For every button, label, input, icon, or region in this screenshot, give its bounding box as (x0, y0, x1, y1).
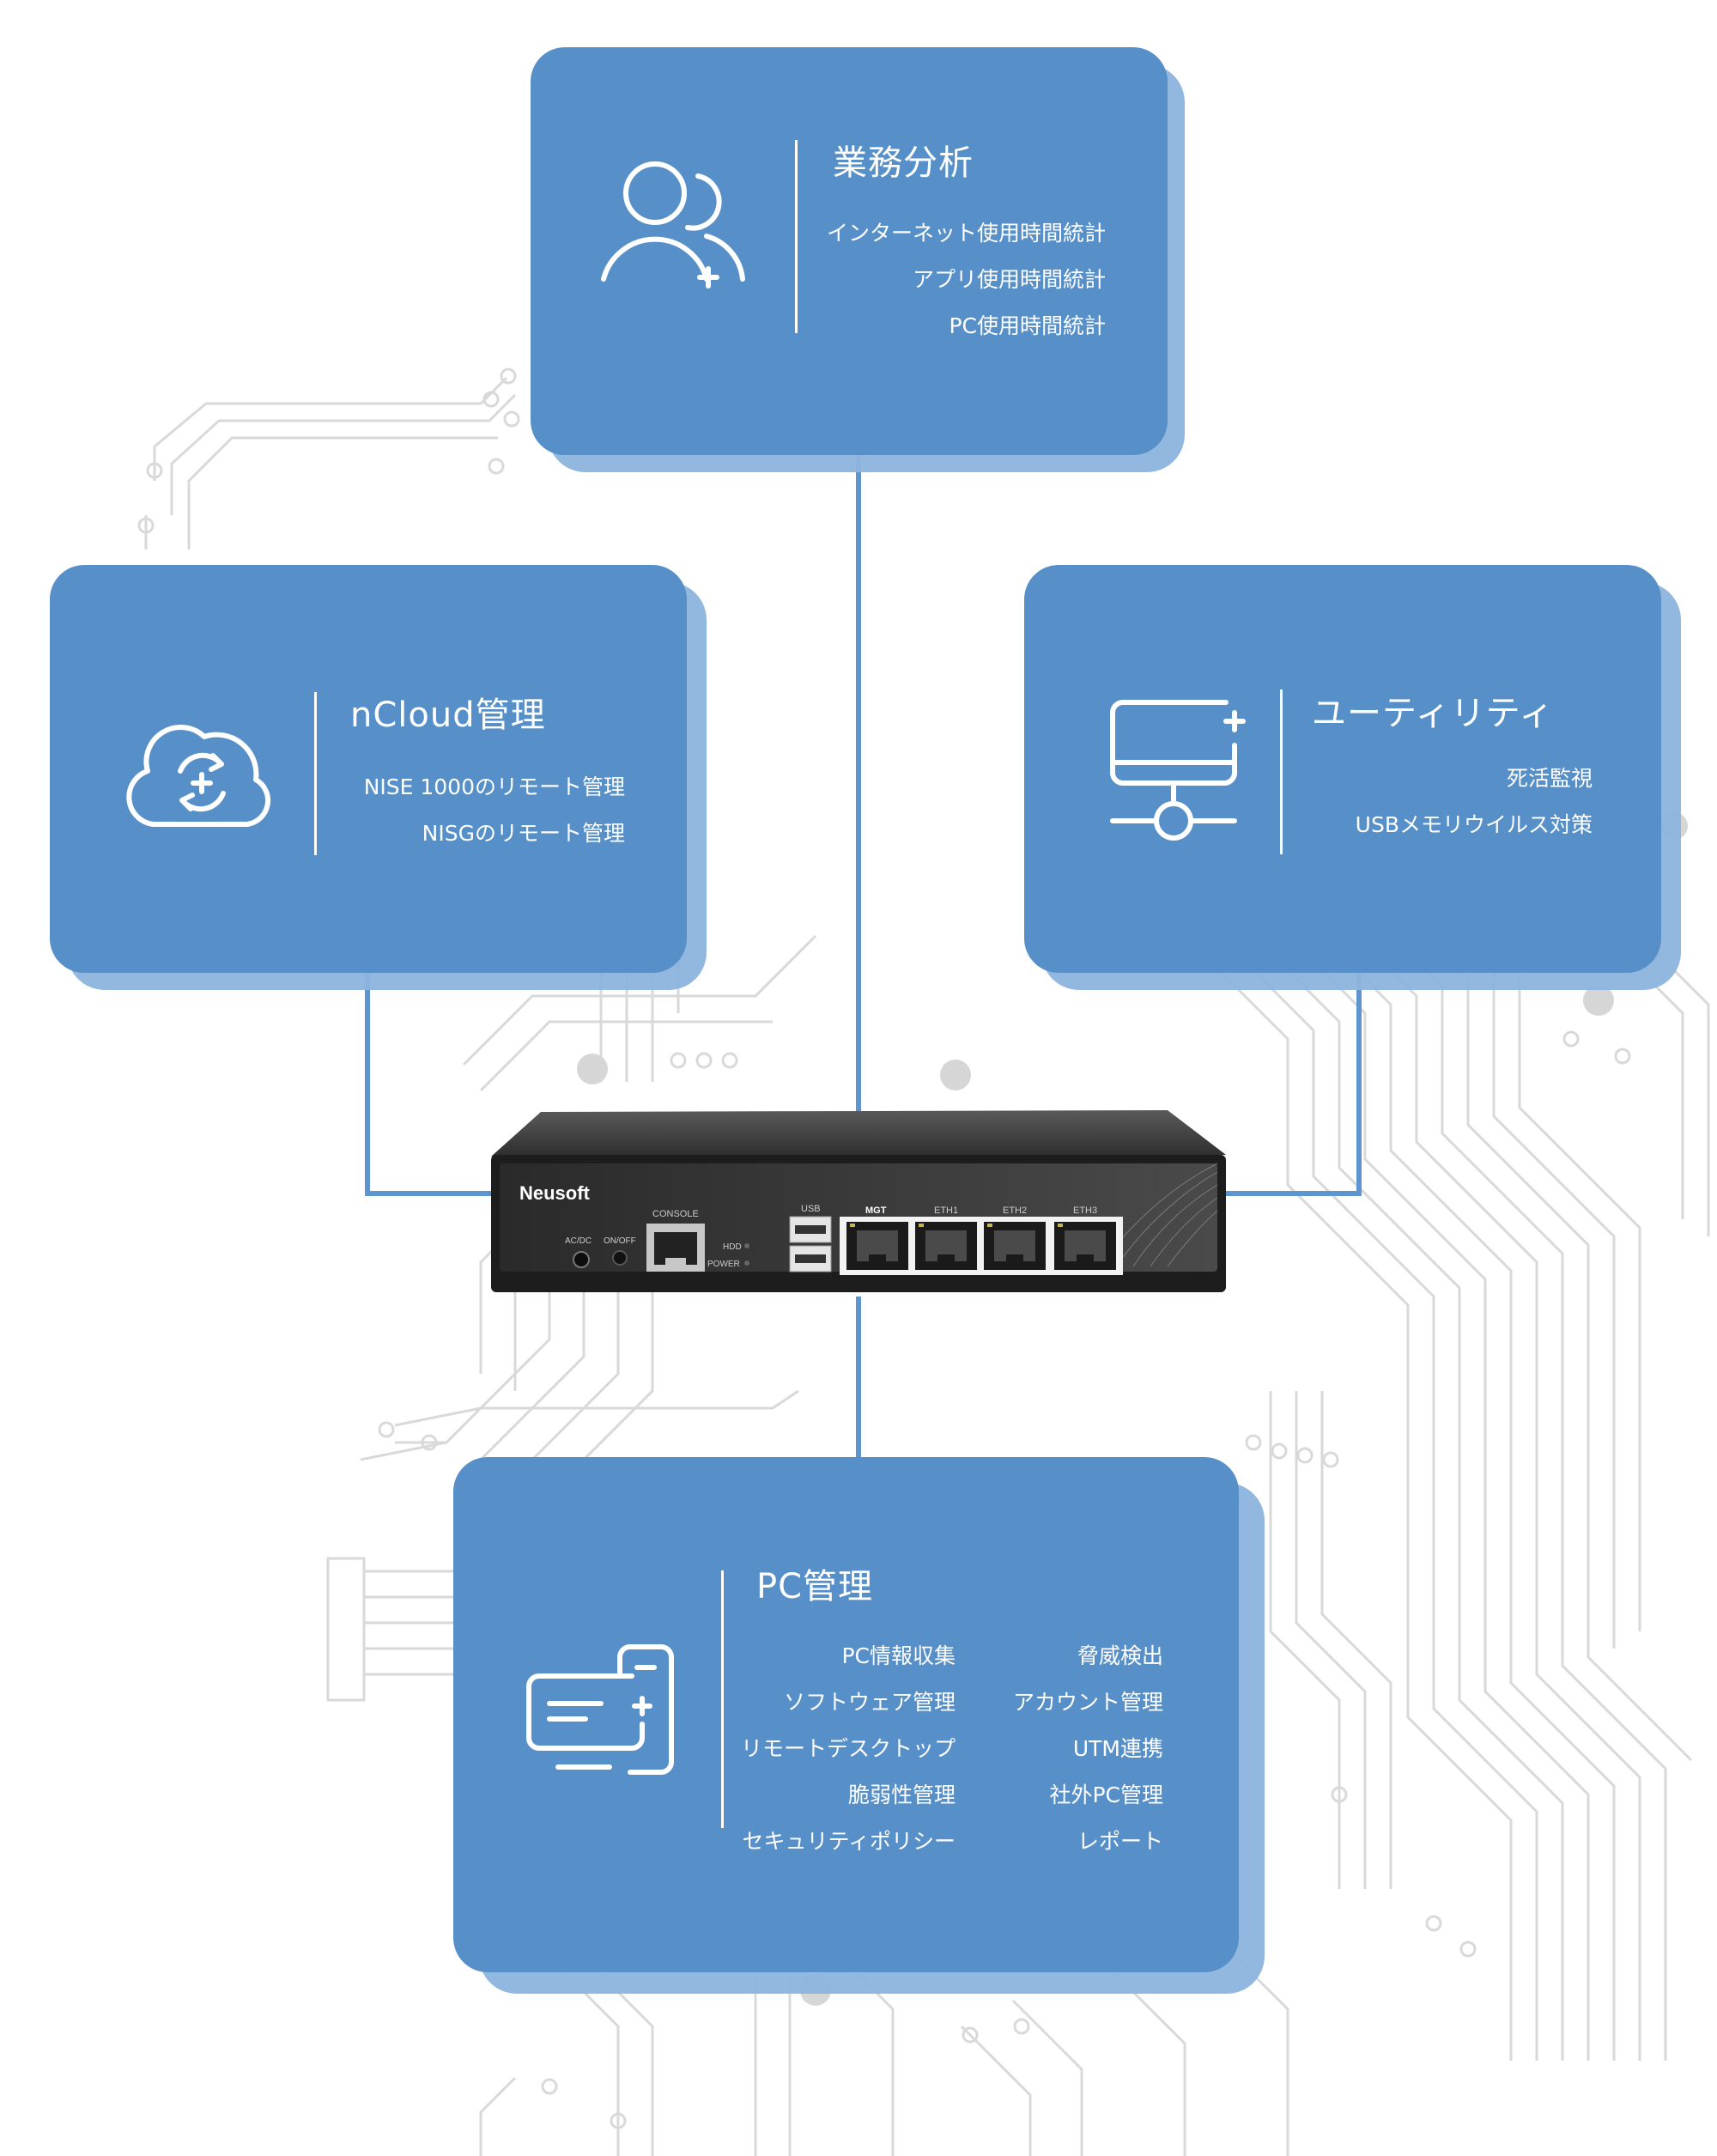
network-monitor-icon (1110, 700, 1246, 841)
list-item: アプリ使用時間統計 (912, 267, 1106, 292)
card-divider (721, 1570, 724, 1828)
port-label: MGT (865, 1206, 887, 1216)
ncloud-card: nCloud管理 NISE 1000のリモート管理 NISGのリモート管理 (50, 565, 711, 994)
device-onoff-label: ON/OFF (604, 1236, 636, 1246)
ethernet-port[interactable] (1054, 1222, 1116, 1270)
port-label: ETH1 (934, 1206, 958, 1216)
ethernet-port[interactable] (984, 1222, 1046, 1270)
device-brand: Neusoft (519, 1182, 591, 1204)
list-item: NISGのリモート管理 (422, 821, 625, 846)
utility-items: 死活監視 USBメモリウイルス対策 (1356, 756, 1593, 848)
list-item: リモートデスクトップ (740, 1736, 956, 1761)
pc-management-title: PC管理 (756, 1567, 874, 1606)
device-hdd-label: HDD (723, 1242, 742, 1252)
list-item: 社外PC管理 (1049, 1782, 1163, 1807)
cloud-sync-icon (126, 725, 271, 827)
business-analysis-items: インターネット使用時間統計 アプリ使用時間統計 PC使用時間統計 (827, 210, 1106, 349)
list-item: UTM連携 (1072, 1736, 1163, 1761)
list-item: PC情報収集 (841, 1643, 956, 1668)
ethernet-port[interactable] (846, 1222, 908, 1270)
list-item: USBメモリウイルス対策 (1355, 812, 1593, 837)
device-usb-label: USB (801, 1204, 821, 1214)
ncloud-title: nCloud管理 (350, 695, 546, 735)
list-item: 脆弱性管理 (847, 1782, 956, 1807)
pc-management-card: PC管理 PC情報収集 ソフトウェア管理 リモートデスクトップ 脆弱性管理 セキ… (453, 1457, 1269, 1998)
business-analysis-card: 業務分析 インターネット使用時間統計 アプリ使用時間統計 PC使用時間統計 (531, 47, 1187, 477)
utility-title: ユーティリティ (1312, 694, 1555, 733)
list-item: インターネット使用時間統計 (826, 221, 1106, 246)
users-plus-icon (601, 161, 745, 288)
list-item: PC使用時間統計 (949, 313, 1106, 338)
device-acdc-label: AC/DC (565, 1236, 592, 1246)
list-item: セキュリティポリシー (742, 1829, 956, 1854)
list-item: レポート (1077, 1829, 1163, 1854)
devices-icon (526, 1644, 674, 1775)
power-jack (573, 1251, 590, 1268)
list-item: NISE 1000のリモート管理 (363, 774, 625, 799)
port-label: ETH2 (1003, 1206, 1027, 1216)
pc-management-items-left: PC情報収集 ソフトウェア管理 リモートデスクトップ 脆弱性管理 セキュリティポ… (741, 1633, 956, 1865)
hdd-led (744, 1243, 749, 1248)
device-top (491, 1110, 1226, 1157)
utility-card: ユーティリティ 死活監視 USBメモリウイルス対策 (1024, 565, 1685, 994)
list-item: 死活監視 (1506, 766, 1593, 791)
ncloud-items: NISE 1000のリモート管理 NISGのリモート管理 (364, 764, 625, 857)
network-appliance: Neusoft AC/DC ON/OFF CONSOLE HDD POWER U… (491, 1110, 1226, 1292)
business-analysis-title: 業務分析 (833, 143, 974, 183)
device-power-label: POWER (707, 1260, 740, 1269)
list-item: 脅威検出 (1077, 1643, 1163, 1668)
power-button[interactable] (612, 1250, 628, 1266)
pc-management-items-right: 脅威検出 アカウント管理 UTM連携 社外PC管理 レポート (1013, 1633, 1163, 1865)
card-divider (795, 140, 798, 333)
power-led (744, 1260, 749, 1266)
card-divider (1280, 689, 1283, 854)
device-console-label: CONSOLE (652, 1209, 699, 1219)
card-divider (314, 692, 317, 855)
list-item: アカウント管理 (1012, 1690, 1163, 1715)
port-label: ETH3 (1073, 1206, 1097, 1216)
ethernet-port[interactable] (915, 1222, 977, 1270)
list-item: ソフトウェア管理 (783, 1690, 956, 1715)
